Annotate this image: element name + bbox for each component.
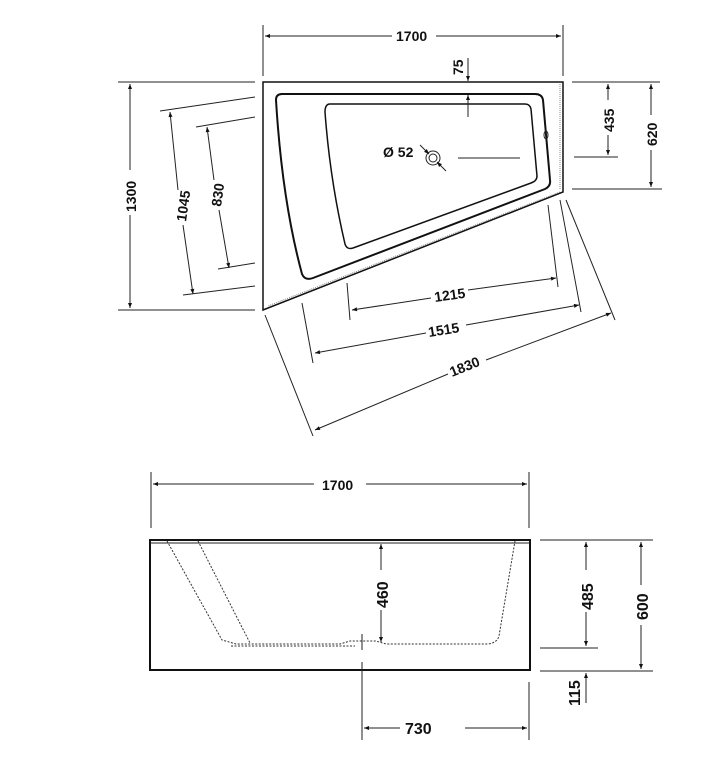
- dim-right-side-outer: 620: [644, 122, 660, 146]
- dim-inner-depth-outer: 1045: [173, 189, 193, 222]
- tub-outer-outline: [262, 81, 564, 312]
- dim-elevation-width: 1700: [322, 477, 353, 493]
- dim-overall-height: 600: [635, 593, 652, 620]
- dim-slant-mid: 1515: [427, 319, 460, 340]
- drain-icon: [419, 144, 447, 172]
- plan-view: Ø 52 1700 75 1300 1045 830 435: [118, 25, 662, 437]
- overflow-icon: [543, 130, 549, 140]
- drain-diameter-label: Ø 52: [383, 144, 414, 160]
- dim-right-side-inner: 435: [601, 108, 617, 132]
- dim-slant-inner: 1215: [433, 285, 466, 305]
- dim-slant-outer: 1830: [447, 353, 482, 380]
- tub-basin: [324, 103, 538, 250]
- dim-rim-offset: 75: [450, 59, 466, 75]
- dim-foot-height: 115: [567, 680, 584, 706]
- elevation-view: 1700 460 730 485 600 115: [149, 472, 653, 740]
- dim-inner-depth-inner: 830: [208, 182, 227, 208]
- dim-width-top: 1700: [396, 28, 427, 44]
- rim-hatch: [267, 84, 561, 307]
- dim-drain-offset: 730: [405, 721, 432, 738]
- dim-rim-height-inner: 485: [580, 583, 597, 610]
- dim-overall-depth: 1300: [123, 181, 139, 212]
- tub-side-outline: [149, 539, 531, 671]
- dim-inner-depth: 460: [375, 581, 392, 608]
- basin-profile: [166, 540, 516, 645]
- tub-inner-rim: [274, 93, 552, 280]
